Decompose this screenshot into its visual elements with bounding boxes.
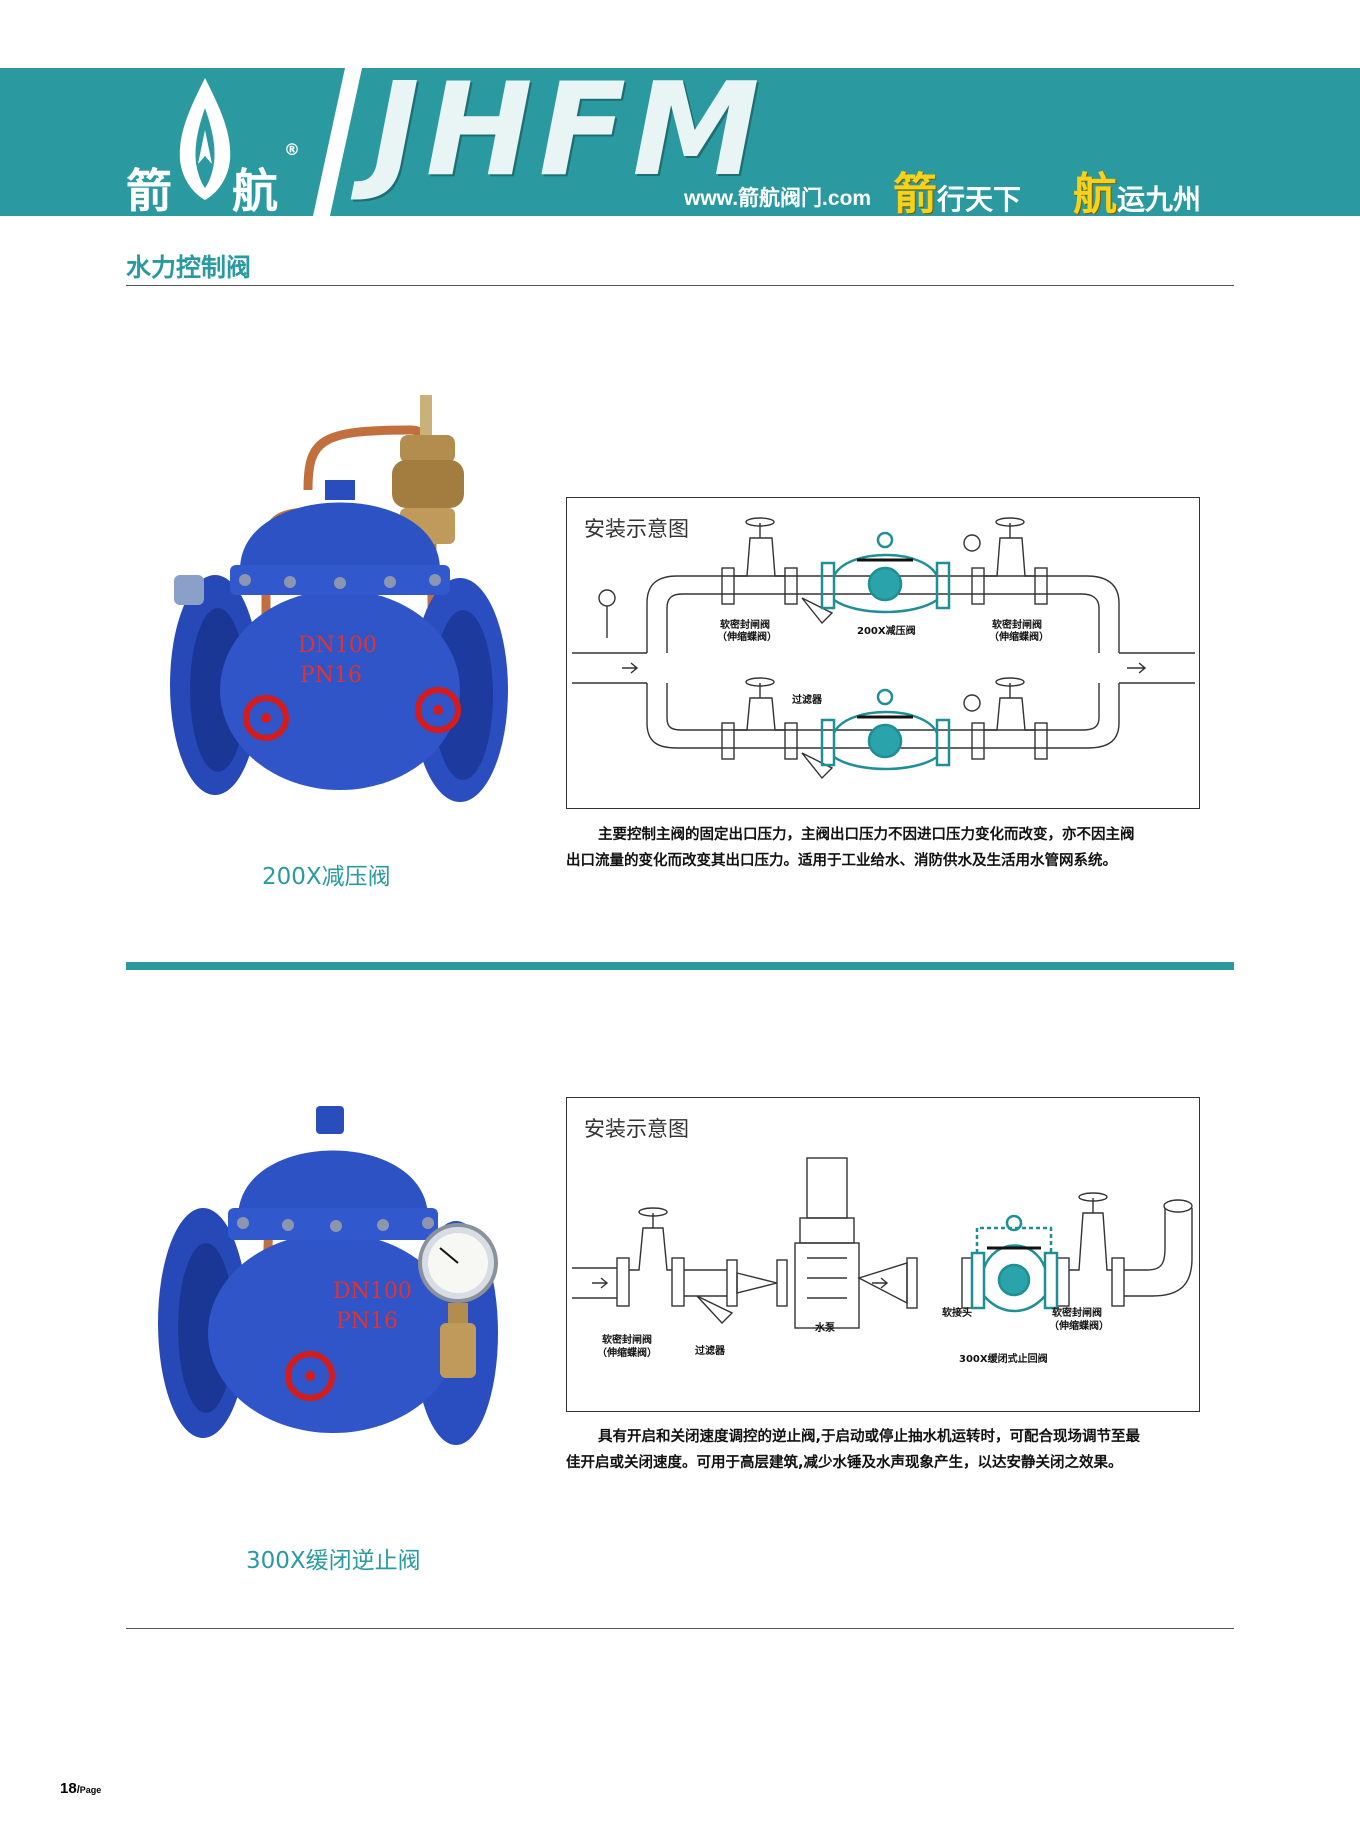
handwheel-icon <box>285 1351 335 1401</box>
main-valve-icon <box>820 531 951 771</box>
product-1-description: 主要控制主阀的固定出口压力，主阀出口压力不因进口压力变化而改变，亦不因主阀 出口… <box>566 822 1206 874</box>
d1-label-gate-left: 软密封闸阀 <box>720 618 770 631</box>
section-divider <box>126 962 1234 970</box>
p2-desc-line-2: 佳开启或关闭速度。可用于高层建筑,减少水锤及水声现象产生，以达安静关闭之效果。 <box>566 1455 1123 1471</box>
d2-label-main-valve: 300X缓闭式止回阀 <box>959 1352 1048 1365</box>
product-2-photo: DN100 PN16 <box>158 1098 528 1468</box>
slogan-part-1: 箭行天下 <box>893 158 1021 222</box>
section-rule <box>126 285 1234 286</box>
product-2-name: 300X缓闭逆止阀 <box>246 1548 421 1574</box>
d2-label-gate-left-sub: （伸缩蝶阀） <box>597 1346 657 1359</box>
bottom-rule <box>126 1628 1234 1629</box>
handwheel-icon <box>243 687 461 741</box>
page-word: Page <box>79 1785 102 1795</box>
valve-marking-pn: PN16 <box>336 1309 398 1334</box>
product-2-description: 具有开启和关闭速度调控的逆止阀,于启动或停止抽水机运转时，可配合现场调节至最 佳… <box>566 1424 1206 1476</box>
logo-right-char: 航 <box>232 164 278 218</box>
diagram-1-title: 安装示意图 <box>584 517 689 541</box>
p2-desc-line-1: 具有开启和关闭速度调控的逆止阀,于启动或停止抽水机运转时，可配合现场调节至最 <box>598 1429 1141 1445</box>
d2-label-gate-right: 软密封闸阀 <box>1052 1306 1102 1319</box>
brand-wordmark: JHFM <box>372 56 766 205</box>
banner-background <box>0 68 1360 216</box>
valve-marking-dn: DN100 <box>333 1279 412 1304</box>
d1-label-gate-left-sub: （伸缩蝶阀） <box>717 630 777 643</box>
registered-mark: ® <box>284 140 300 159</box>
valve-marking-pn: PN16 <box>300 663 362 688</box>
d2-label-pump: 水泵 <box>814 1321 836 1334</box>
product-1-photo: DN100 PN16 <box>170 390 540 810</box>
slogan-2-small: 运九州 <box>1117 183 1202 216</box>
d1-label-filter: 过滤器 <box>792 693 823 706</box>
slogan-1-small: 行天下 <box>937 183 1022 216</box>
p1-desc-line-1: 主要控制主阀的固定出口压力，主阀出口压力不因进口压力变化而改变，亦不因主阀 <box>598 827 1135 843</box>
slogan-2-big: 航 <box>1073 169 1117 220</box>
main-valve-icon <box>970 1214 1059 1313</box>
website-text: www.箭航阀门.com <box>684 187 872 210</box>
product-1-name: 200X减压阀 <box>262 864 391 890</box>
valve-marking-dn: DN100 <box>298 633 377 658</box>
slogan-1-big: 箭 <box>893 169 937 220</box>
pressure-gauge-icon <box>418 1223 498 1378</box>
p1-desc-line-2: 出口流量的变化而改变其出口压力。适用于工业给水、消防供水及生活用水管网系统。 <box>566 853 1117 869</box>
d1-label-gate-right-sub: （伸缩蝶阀） <box>989 630 1049 643</box>
logo-left-char: 箭 <box>126 164 172 218</box>
d1-label-main-valve: 200X减压阀 <box>857 624 916 637</box>
diagram-2-title: 安装示意图 <box>584 1117 689 1141</box>
slogan-part-2: 航运九州 <box>1073 158 1201 222</box>
d2-label-filter: 过滤器 <box>695 1344 726 1357</box>
product-2-diagram: 安装示意图 <box>566 1097 1200 1412</box>
d2-label-gate-right-sub: （伸缩蝶阀） <box>1049 1319 1109 1332</box>
header-banner <box>0 68 1360 216</box>
logo-flame-icon <box>179 78 231 200</box>
d2-label-gate-left: 软密封闸阀 <box>602 1333 652 1346</box>
page-number-value: 18 <box>60 1780 77 1797</box>
section-title: 水力控制阀 <box>126 253 252 282</box>
d2-label-soft-joint: 软接头 <box>942 1306 972 1319</box>
d1-label-gate-right: 软密封闸阀 <box>992 618 1042 631</box>
product-1-diagram: 安装示意图 <box>566 497 1200 809</box>
page-number: 18/Page <box>60 1780 102 1797</box>
